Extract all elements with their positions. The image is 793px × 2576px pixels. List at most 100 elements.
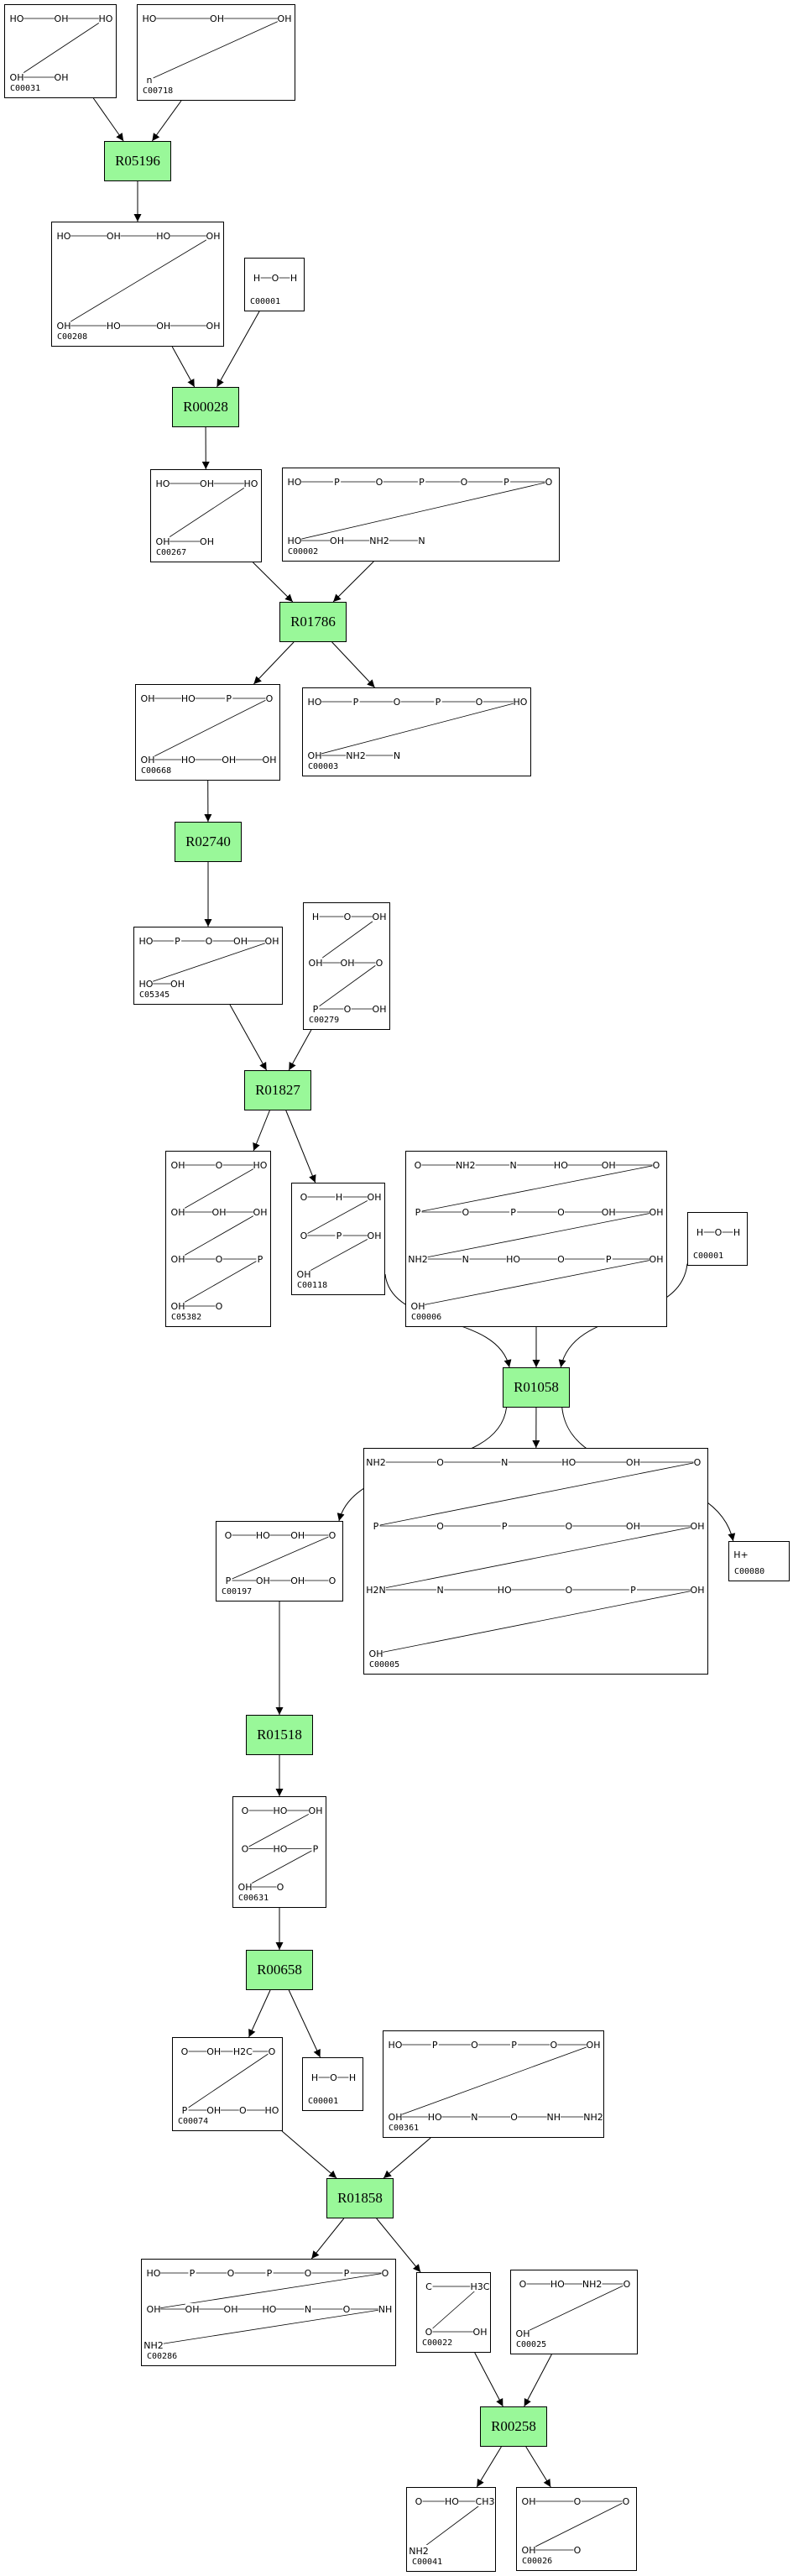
atom-label-bg [328,1575,337,1586]
reaction-node[interactable]: R00258 [480,2406,547,2447]
atom-label: n [147,75,153,86]
atom-label: O [436,1521,444,1532]
atom-label: OH [200,478,214,489]
atom-label-bg [170,1159,185,1170]
atom-label: OH [185,2304,200,2315]
atom-label: OH [265,936,279,947]
atom-label-bg [445,2495,459,2506]
atom-label-bg [462,1253,470,1264]
atom-label: P [182,2105,188,2116]
compound-id: C00668 [141,766,172,776]
pathway-edge-arrow [281,2130,337,2179]
atom-label: OH [626,1521,640,1532]
reaction-node[interactable]: R00028 [172,387,239,427]
atom-label-bg [515,2328,530,2338]
atom-label: H [349,2072,356,2083]
atom-label: O [653,1160,660,1171]
reaction-node[interactable]: R00658 [246,1950,313,1990]
atom-label-bg [253,272,261,283]
atom-label: N [471,2112,477,2123]
reaction-node[interactable]: R01058 [503,1367,570,1408]
reaction-node[interactable]: R01786 [279,602,347,642]
atom-label-bg [276,1881,284,1892]
compound-node[interactable]: H+C00080 [728,1541,790,1581]
bond-line [417,1258,657,1307]
atom-label-bg [56,320,71,331]
atom-label: OH [256,1575,270,1586]
pathway-edge-arrow [310,2218,345,2260]
atom-label: N [462,1254,469,1265]
atom-label-bg [170,978,185,989]
atom-label: O [550,2040,557,2051]
atom-label-bg [733,1549,749,1560]
atom-label: NH2 [369,536,389,546]
atom-label: OH [278,13,292,24]
atom-label-bg [693,1456,702,1467]
atom-label: O [269,2046,276,2057]
atom-label: O [206,936,213,947]
bond-line [177,1164,261,1213]
reaction-node[interactable]: R01518 [246,1715,313,1755]
compound-id: C00286 [147,2352,178,2361]
atom-label: O [519,2279,527,2290]
atom-label: P [334,477,340,488]
compound-id: C00208 [57,332,88,342]
atom-label-bg [225,692,233,703]
atom-label-bg [224,1529,232,1540]
pathway-edge-arrow [288,1029,312,1071]
atom-label: C [425,2281,432,2292]
pathway-edge-arrow [253,641,295,685]
reaction-node[interactable]: R01827 [244,1070,311,1110]
atom-label: OH [156,321,170,332]
atom-label-bg [271,272,279,283]
atom-label: O [557,1254,565,1265]
atom-label: OH [10,72,24,83]
reaction-node[interactable]: R02740 [175,822,242,862]
reaction-node[interactable]: R05196 [104,141,171,181]
atom-label: H [336,1192,342,1203]
atom-label-bg [470,2111,478,2122]
atom-label: O [272,273,279,284]
atom-label: H3C [471,2281,490,2292]
atom-label: OH [206,2046,221,2057]
atom-label: HO [554,1160,568,1171]
reaction-node[interactable]: R01858 [326,2178,394,2218]
bond-line [294,481,550,541]
atom-label: O [425,2327,433,2338]
pathway-edge-arrow [229,1004,268,1071]
bond-line [153,2308,386,2346]
compound-id: C05345 [139,990,170,1000]
atom-label-bg [343,1003,352,1014]
atom-label: HO [181,693,196,704]
